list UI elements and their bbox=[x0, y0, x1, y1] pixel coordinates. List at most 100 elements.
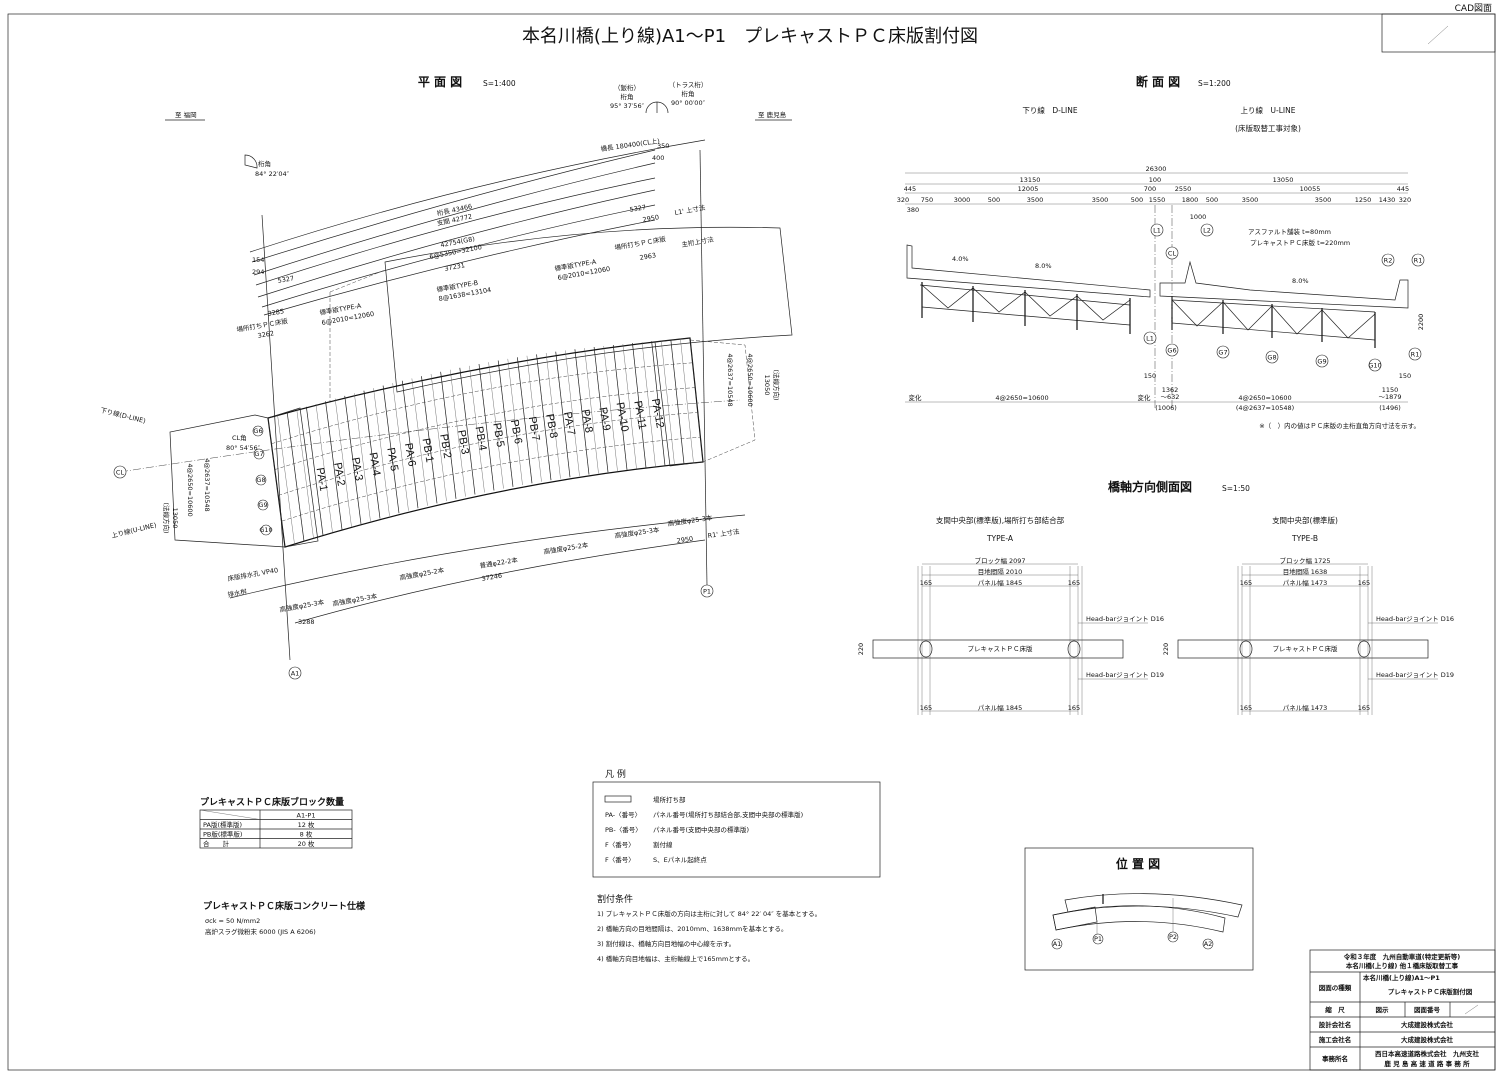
panel-label: PB-3 bbox=[455, 429, 471, 455]
dim: 1250 bbox=[1355, 196, 1372, 204]
dim-13050: 13050 bbox=[1273, 176, 1294, 184]
right-paren: (1496) bbox=[1379, 404, 1401, 412]
quantity-row-label: PB版(標準版) bbox=[203, 830, 242, 839]
variable-mid: 変化 bbox=[1138, 393, 1152, 402]
right-range-2: ～1879 bbox=[1378, 393, 1401, 401]
dim: 700 bbox=[1144, 185, 1156, 193]
drawing-frame bbox=[7, 13, 1496, 1071]
p1-marker bbox=[700, 584, 714, 598]
scale-label: 縮 尺 bbox=[1325, 1005, 1345, 1014]
marker-g10: G10 bbox=[1368, 362, 1381, 370]
panel-line bbox=[440, 371, 457, 499]
dim-154: 154 bbox=[252, 256, 264, 264]
section-markers: L1 CL L2 R2 R1 L1 R1 G6 G7 G8 G9 G10 bbox=[1143, 223, 1425, 372]
right-13050: 13050 bbox=[763, 375, 771, 396]
center-line bbox=[119, 399, 741, 473]
dim-2200: 2200 bbox=[1417, 314, 1425, 331]
dim: 320 bbox=[1399, 196, 1411, 204]
block-width: ブロック幅 1725 bbox=[1279, 556, 1330, 565]
section-dims-row3: 445 12005 700 2550 10055 445 bbox=[904, 185, 1409, 193]
girder-g8: G8 bbox=[256, 476, 265, 484]
slab-section bbox=[872, 639, 1124, 659]
marker-r1-lower: R1 bbox=[1411, 351, 1420, 359]
section-view: 断 面 図 S=1:200 下り線 D-LINE 上り線 U-LINE (床版取… bbox=[897, 74, 1425, 430]
girder-line bbox=[274, 387, 696, 470]
dim-2950-top: 2950 bbox=[642, 213, 660, 224]
section-scale: S=1:200 bbox=[1198, 79, 1231, 88]
slash-mark bbox=[1464, 1004, 1479, 1015]
marker-g6: G6 bbox=[1167, 347, 1176, 355]
panel-line bbox=[603, 345, 618, 472]
side-title: 橋軸方向側面図 bbox=[1108, 479, 1192, 494]
panel-line bbox=[507, 358, 523, 486]
left-range-2: ～632 bbox=[1161, 393, 1180, 401]
panel-line bbox=[354, 393, 371, 522]
cl-marker bbox=[113, 465, 127, 479]
dim-400: 400 bbox=[652, 154, 664, 162]
title-block: 令和３年度 九州自動車道(特定更新等) 本名川橋(上り線) 他１橋床版取替工事 … bbox=[1309, 949, 1496, 1071]
type-line-2: プレキャストＰＣ床版割付図 bbox=[1388, 987, 1473, 996]
plan-scale: S=1:400 bbox=[483, 79, 516, 88]
r1-top-label: R1' 上寸法 bbox=[707, 527, 740, 540]
dim-26300: 26300 bbox=[1146, 165, 1167, 173]
panel-label: PA-6 bbox=[402, 442, 418, 467]
marker-r1: R1 bbox=[1414, 257, 1423, 265]
dim: 500 bbox=[988, 196, 1000, 204]
a1-marker bbox=[288, 666, 302, 680]
panel-line bbox=[363, 390, 381, 519]
office-line-1: 西日本高速道路株式会社 九州支社 bbox=[1375, 1049, 1480, 1058]
edge-165: 165 bbox=[1068, 579, 1080, 587]
truss-angle: 90° 00′00″ bbox=[671, 99, 706, 107]
location-map: 位 置 図 A1 P1 P2 A2 bbox=[1024, 847, 1254, 971]
to-fukuoka: 至 福岡 bbox=[175, 110, 197, 119]
panel-label: PA-4 bbox=[367, 451, 383, 476]
concrete-spec: プレキャストＰＣ床版コンクリート仕様 σck = 50 N/mm2 高炉スラグ微… bbox=[203, 900, 366, 936]
panel-width: パネル幅 1473 bbox=[1283, 578, 1328, 587]
panel-label: PA-3 bbox=[349, 456, 365, 481]
variable-left: 変化 bbox=[909, 393, 923, 402]
concrete-material: 高炉スラグ微粉末 6000 (JIS A 6206) bbox=[205, 927, 316, 936]
right-range-1: 1150 bbox=[1382, 386, 1399, 394]
girder-angle-label: 桁角 bbox=[258, 159, 271, 168]
panel-line bbox=[411, 378, 428, 506]
section-u-line: 上り線 U-LINE bbox=[1241, 105, 1296, 115]
legend-key: PB-〈番号〉 bbox=[605, 826, 642, 834]
p1-line bbox=[699, 149, 708, 586]
design-label: 設計会社名 bbox=[1319, 1020, 1352, 1029]
location-title: 位 置 図 bbox=[1116, 856, 1160, 871]
left-normal-direction: (法線方向) bbox=[162, 502, 171, 533]
panel-line bbox=[392, 383, 409, 511]
marker-l1: L1 bbox=[1153, 227, 1161, 235]
cl-angle: 80° 54′56″ bbox=[226, 444, 261, 452]
block-quantity: プレキャストＰＣ床版ブロック数量 A1-P1 PA版(標準版) 12 枚 PB版… bbox=[199, 796, 353, 849]
panel-line bbox=[488, 362, 504, 489]
panel-label: PA-12 bbox=[649, 398, 666, 429]
slab-section bbox=[1177, 639, 1429, 659]
panel-line bbox=[632, 343, 647, 468]
left-range-1: 1362 bbox=[1162, 386, 1179, 394]
panel-label: PB-8 bbox=[543, 413, 559, 439]
slab-thickness: 220 bbox=[1162, 643, 1170, 655]
dim: 3500 bbox=[1242, 196, 1259, 204]
layout-conditions: 割付条件 1) プレキャストＰＣ床版の方向は主桁に対して 84° 22′ 04″… bbox=[597, 893, 821, 963]
joint-icon bbox=[1357, 640, 1371, 658]
u-line-girders bbox=[1171, 296, 1376, 348]
edge-165: 165 bbox=[1068, 704, 1080, 712]
d-line-truss bbox=[921, 284, 1131, 321]
p1-label: P1 bbox=[703, 588, 711, 596]
rebar-label: 高強度φ25-2本 bbox=[399, 565, 445, 582]
dim: 10055 bbox=[1300, 185, 1321, 193]
side-scale: S=1:50 bbox=[1222, 484, 1250, 493]
girder-g10: G10 bbox=[259, 526, 272, 534]
panel-line bbox=[296, 409, 314, 539]
panel-label: PA-11 bbox=[631, 400, 648, 431]
drawing-title: 本名川橋(上り線)A1～P1 プレキャストＰＣ床版割付図 bbox=[522, 26, 978, 47]
rebar-labels: 高強度φ25-3本 高強度φ25-3本 2950 R1' 上寸法 高強度φ25-… bbox=[227, 513, 741, 626]
revision-box bbox=[1381, 13, 1496, 53]
dim-1000: 1000 bbox=[1190, 213, 1207, 221]
panel-line bbox=[306, 406, 324, 536]
dim-294: 294 bbox=[252, 268, 264, 276]
quantity-row-label: 合 計 bbox=[203, 839, 230, 848]
